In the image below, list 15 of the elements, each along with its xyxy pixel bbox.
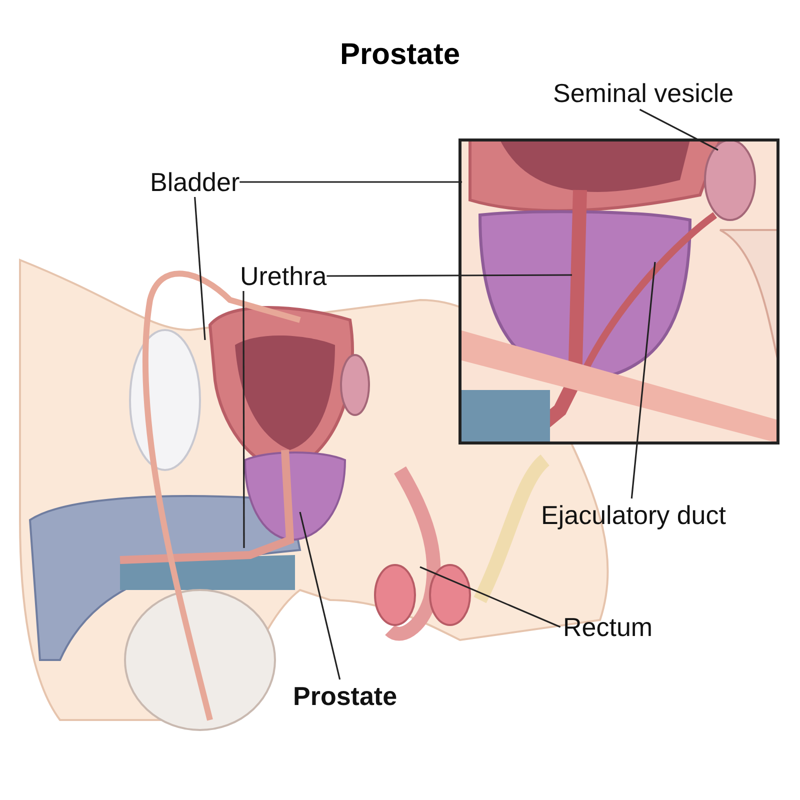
leader-line bbox=[639, 108, 718, 151]
part-label: Urethra bbox=[240, 261, 327, 291]
part-label: Bladder bbox=[150, 167, 240, 197]
part-label: Prostate bbox=[293, 681, 398, 711]
leader-line bbox=[194, 196, 206, 340]
leader-line bbox=[630, 262, 656, 499]
leader-line bbox=[240, 181, 462, 183]
part-label: Ejaculatory duct bbox=[541, 500, 726, 530]
diagram-title: Prostate bbox=[338, 38, 462, 72]
leader-line bbox=[299, 512, 341, 680]
leader-line bbox=[326, 274, 572, 277]
leader-line bbox=[420, 566, 561, 628]
part-label: Seminal vesicle bbox=[553, 78, 734, 108]
leader-line bbox=[242, 291, 245, 548]
part-label: Rectum bbox=[563, 612, 653, 642]
